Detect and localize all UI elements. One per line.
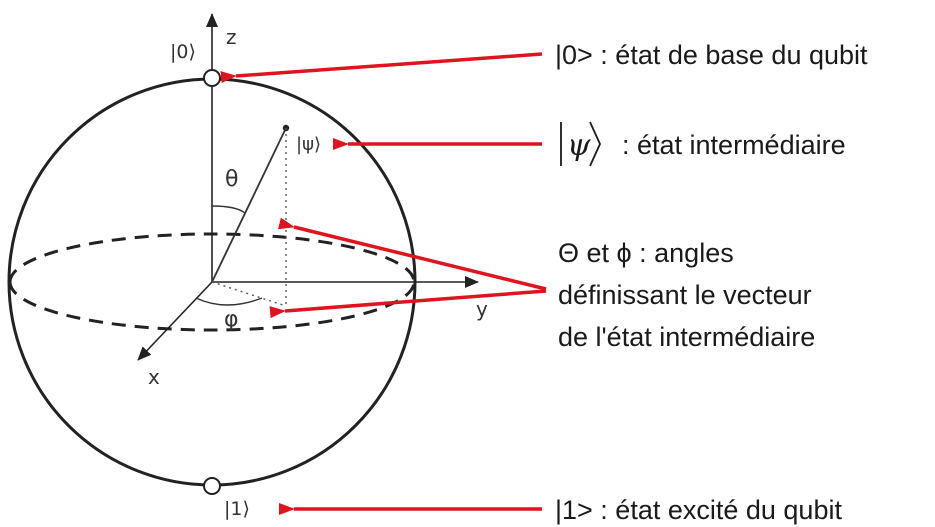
theta-callout-arrow xyxy=(278,217,547,291)
phi-arc xyxy=(195,297,263,306)
angles-annotation-line3: de l'état intermédiaire xyxy=(558,322,815,352)
x-axis xyxy=(137,281,213,361)
phi-label: φ xyxy=(224,307,239,332)
ket1-pole-marker xyxy=(203,477,221,495)
psi-symbol: ψ xyxy=(567,128,591,163)
angles-annotation-line1: Θ et ϕ : angles xyxy=(558,238,734,268)
ket1-label: |1⟩ xyxy=(224,498,250,520)
theta-label: θ xyxy=(225,167,238,192)
psi-annotation: : état intermédiaire xyxy=(622,130,846,160)
angles-annotation-line2: définissant le vecteur xyxy=(558,280,812,310)
psi-vector xyxy=(211,127,287,283)
x-axis-label: x xyxy=(148,365,160,389)
phi-callout-arrow xyxy=(269,289,547,319)
ket1-annotation: |1> : état excité du qubit xyxy=(555,495,842,525)
z-axis-label: z xyxy=(226,25,237,49)
ket0-pole-marker xyxy=(203,69,221,87)
ket0-label: |0⟩ xyxy=(170,41,196,63)
ket0-annotation: |0> : état de base du qubit xyxy=(555,40,868,70)
psi-projection-horizontal xyxy=(211,281,287,307)
psi-label: |ψ⟩ xyxy=(296,134,321,155)
ket0-callout-arrow xyxy=(220,52,543,84)
theta-arc xyxy=(211,205,246,214)
psi-ket-symbol: ψ xyxy=(560,121,601,167)
y-axis-label: y xyxy=(476,297,488,321)
